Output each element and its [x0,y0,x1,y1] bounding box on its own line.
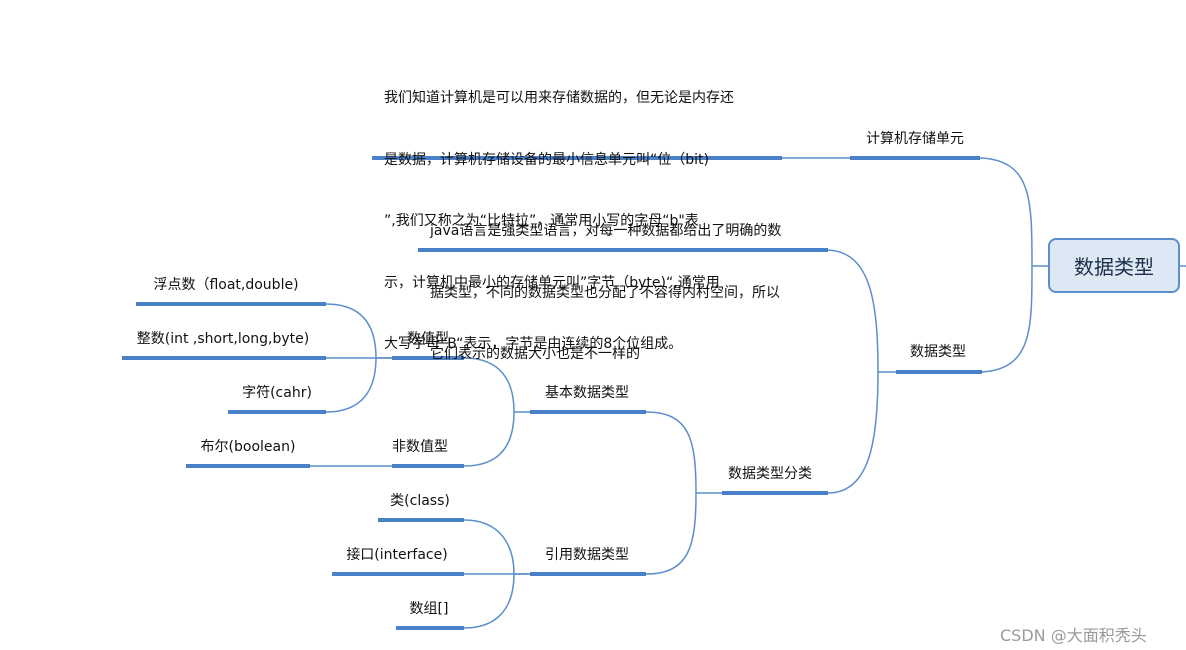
leaf-class[interactable]: 类(class) [390,493,450,509]
java-note-line: java语言是强类型语言，对每一种数据都给出了明确的数 [430,223,782,239]
storage-note-line: 大写字母”B“表示，字节是由连续的8个位组成。 [384,336,683,352]
node-numeric[interactable]: 数值型 [407,331,449,347]
array-underline [396,626,464,630]
storage-note-line: ”,我们又称之为“比特拉”，通常用小写的字母“b"表 [384,213,699,229]
char-underline [228,410,326,414]
reference-underline [530,572,646,576]
storage-note-line: 是数据，计算机存储设备的最小信息单元叫“位（bit) [384,151,709,168]
root-node-data-types[interactable]: 数据类型 [1048,238,1180,293]
storage-unit-underline [850,156,980,160]
storage-note: 我们知道计算机是可以用来存储数据的，但无论是内存还 是数据，计算机存储设备的最小… [384,47,734,375]
float-underline [136,302,326,306]
interface-underline [332,572,464,576]
storage-note-line: 我们知道计算机是可以用来存储数据的，但无论是内存还 [384,90,734,106]
java-note-underline [418,248,828,252]
leaf-char[interactable]: 字符(cahr) [242,385,312,401]
node-reference[interactable]: 引用数据类型 [545,547,629,563]
leaf-boolean[interactable]: 布尔(boolean) [200,439,296,455]
node-classification[interactable]: 数据类型分类 [728,466,812,482]
classification-underline [722,491,828,495]
leaf-array[interactable]: 数组[] [409,601,449,617]
leaf-integer[interactable]: 整数(int ,short,long,byte) [136,331,310,347]
node-basic[interactable]: 基本数据类型 [545,385,629,401]
data-type-underline [896,370,982,374]
storage-note-underline [372,156,782,160]
java-note-line: 它们表示的数据大小也是不一样的 [430,346,640,362]
storage-note-line: 示，计算机中最小的存储单元叫”字节（byte)“,通常用 [384,274,720,291]
boolean-underline [186,464,310,468]
node-non-numeric[interactable]: 非数值型 [392,439,448,455]
node-data-type[interactable]: 数据类型 [910,344,966,360]
basic-underline [530,410,646,414]
java-note: java语言是强类型语言，对每一种数据都给出了明确的数 据类型，不同的数据类型也… [430,180,781,385]
leaf-interface[interactable]: 接口(interface) [346,547,448,563]
non-numeric-underline [392,464,464,468]
watermark: CSDN @大面积秃头 [1000,626,1147,645]
numeric-underline [392,356,464,360]
integer-underline [122,356,326,360]
leaf-float[interactable]: 浮点数（float,double) [153,277,299,293]
root-node-label: 数据类型 [1074,255,1154,279]
node-storage-unit[interactable]: 计算机存储单元 [866,131,964,147]
java-note-line: 据类型，不同的数据类型也分配了不容得内村空间，所以 [430,284,780,301]
class-underline [378,518,464,522]
